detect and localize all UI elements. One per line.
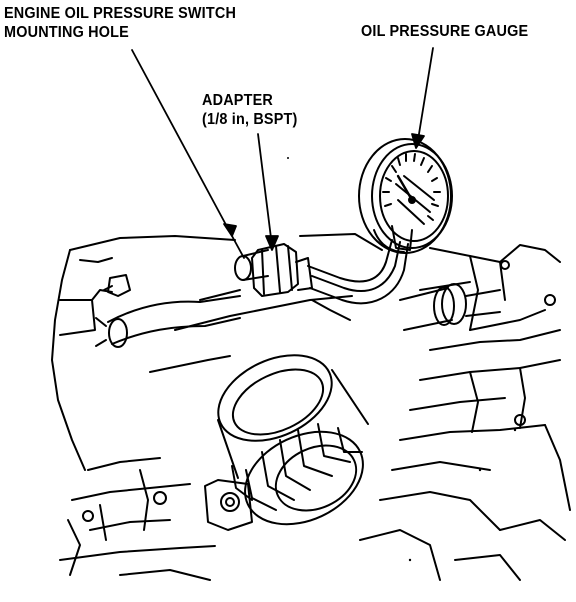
switch-label-line1: ENGINE OIL PRESSURE SWITCH	[4, 5, 237, 22]
gauge-line	[307, 239, 409, 321]
switch-mounting-hole-label: ENGINE OIL PRESSURE SWITCH MOUNTING HOLE	[4, 4, 236, 42]
leader-gauge	[417, 47, 434, 141]
adapter-fitting	[234, 243, 313, 297]
leader-lines	[131, 47, 434, 259]
adapter-label-line1: ADAPTER	[202, 92, 273, 109]
hose	[95, 283, 501, 348]
arrowhead-gauge	[411, 133, 425, 149]
switch-label-line2: MOUNTING HOLE	[4, 24, 129, 41]
arrowhead-switch	[223, 223, 237, 237]
arrowhead-adapter	[265, 235, 279, 251]
leader-switch	[131, 49, 233, 237]
adapter-label-line2: (1/8 in, BSPT)	[202, 111, 298, 128]
leader-adapter	[257, 133, 273, 247]
gauge-label-text: OIL PRESSURE GAUGE	[361, 23, 529, 40]
oil-pressure-gauge-label: OIL PRESSURE GAUGE	[361, 22, 528, 41]
oil-pressure-gauge	[358, 138, 453, 254]
engine-block	[51, 157, 571, 581]
oil-filter	[217, 354, 369, 526]
adapter-label: ADAPTER (1/8 in, BSPT)	[202, 91, 298, 129]
